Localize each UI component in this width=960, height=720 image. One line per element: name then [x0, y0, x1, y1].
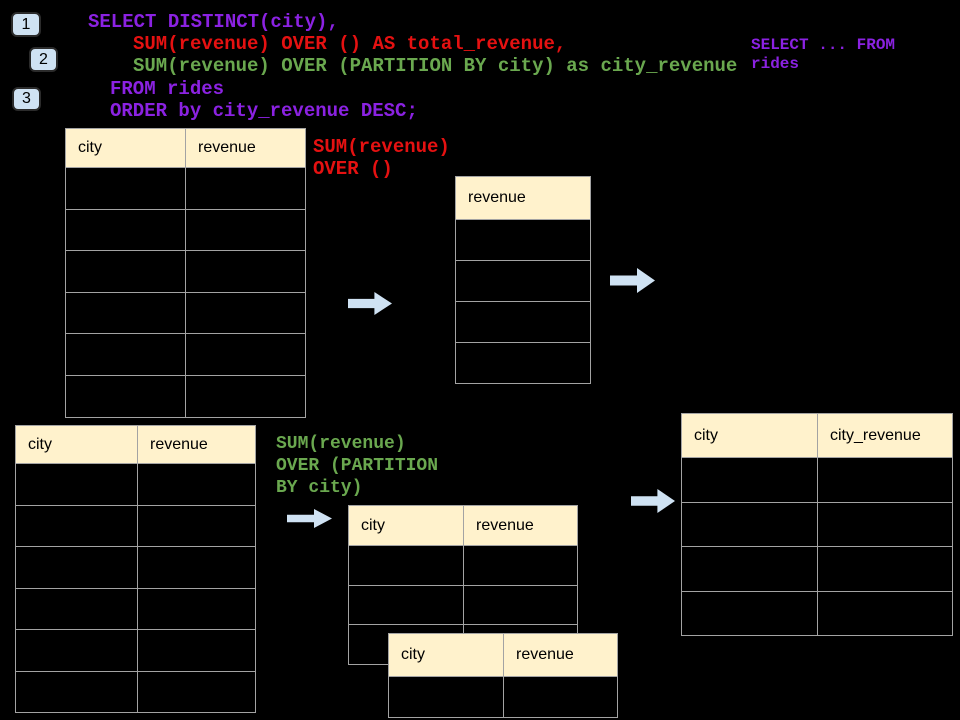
table-row — [388, 676, 618, 718]
column-header-city: city — [681, 413, 818, 458]
arrow-right-icon — [610, 268, 655, 293]
sql-line-total-revenue: SUM(revenue) OVER () AS total_revenue, — [133, 33, 567, 55]
total-revenue-table: revenue — [455, 176, 591, 384]
step-badge-2: 2 — [29, 47, 58, 72]
arrow-right-icon — [348, 292, 392, 315]
table-row — [455, 301, 591, 343]
table-row — [65, 374, 306, 418]
column-header-revenue: revenue — [137, 425, 256, 464]
step-badge-1: 1 — [11, 12, 41, 37]
partition-annotation-line-1: SUM(revenue) — [276, 434, 406, 454]
total-annotation-line-1: SUM(revenue) — [313, 136, 450, 158]
sql-line-from: FROM rides — [110, 78, 225, 100]
table-row — [681, 590, 953, 636]
table-row — [681, 457, 953, 503]
column-header-city: city — [65, 128, 186, 168]
table-row — [455, 342, 591, 384]
step-badge-2-label: 2 — [39, 50, 48, 68]
source-table-top: city revenue — [65, 128, 306, 418]
column-header-city: city — [15, 425, 138, 464]
table-row — [15, 504, 256, 547]
sql-line-partition: SUM(revenue) OVER (PARTITION BY city) as… — [133, 55, 738, 77]
table-row — [15, 587, 256, 630]
partition-annotation-line-2: OVER (PARTITION — [276, 456, 439, 476]
column-header-city: city — [348, 505, 464, 546]
partition-table-front: city revenue — [388, 633, 618, 718]
table-row — [15, 546, 256, 589]
table-row — [65, 291, 306, 335]
arrow-right-icon — [631, 489, 675, 513]
step-badge-3: 3 — [12, 87, 41, 111]
table-row — [65, 208, 306, 252]
table-row — [65, 167, 306, 210]
column-header-city-revenue: city_revenue — [817, 413, 953, 458]
side-note-line-1: SELECT ... FROM — [751, 36, 896, 54]
table-row — [65, 333, 306, 376]
sql-line-select: SELECT DISTINCT(city), — [88, 11, 339, 33]
column-header-city: city — [388, 633, 504, 677]
source-table-bottom: city revenue — [15, 425, 256, 713]
table-row — [348, 545, 578, 586]
partition-annotation-line-3: BY city) — [276, 478, 363, 498]
table-row — [455, 219, 591, 261]
sql-line-order-by: ORDER by city_revenue DESC; — [110, 100, 418, 122]
column-header-revenue: revenue — [185, 128, 306, 168]
table-row — [15, 629, 256, 672]
partition-table-back: city revenue — [348, 505, 578, 665]
side-note-line-2: rides — [751, 55, 800, 73]
table-row — [681, 501, 953, 547]
city-revenue-result-table: city city_revenue — [681, 413, 953, 636]
table-row — [15, 463, 256, 506]
total-annotation-line-2: OVER () — [313, 158, 393, 180]
table-row — [348, 584, 578, 625]
table-row — [65, 250, 306, 293]
column-header-revenue: revenue — [463, 505, 578, 546]
table-row — [15, 670, 256, 713]
column-header-revenue: revenue — [503, 633, 618, 677]
table-row — [681, 546, 953, 592]
table-row — [455, 260, 591, 302]
arrow-right-icon — [287, 509, 332, 528]
column-header-revenue: revenue — [455, 176, 591, 220]
step-badge-1-label: 1 — [21, 15, 31, 33]
step-badge-3-label: 3 — [22, 90, 31, 107]
